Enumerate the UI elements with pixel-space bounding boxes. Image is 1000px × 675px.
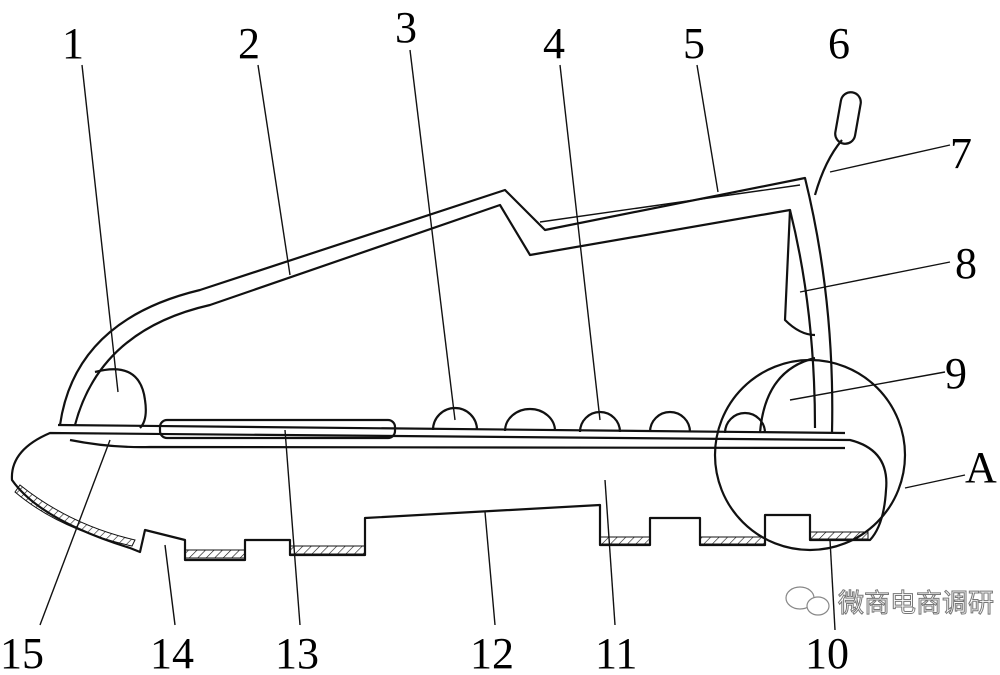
leader-lines (39, 49, 966, 631)
shoe-upper-inner (73, 203, 817, 429)
pad-13 (158, 418, 397, 440)
label-1: 1 (62, 19, 84, 68)
heel-pad-8 (783, 209, 816, 337)
label-14: 14 (150, 629, 194, 675)
watermark-text: 微商电商调研 (838, 589, 994, 619)
label-12: 12 (470, 629, 514, 675)
pull-tab-6 (834, 91, 862, 145)
label-10: 10 (805, 629, 849, 675)
label-5: 5 (683, 19, 705, 68)
label-11: 11 (595, 629, 637, 675)
label-A: A (965, 443, 997, 492)
tread-strips (14, 484, 869, 559)
insole (57, 423, 846, 450)
wechat-icon (785, 586, 830, 616)
label-8: 8 (955, 239, 977, 288)
tongue-5 (539, 184, 801, 223)
label-15: 15 (0, 629, 44, 675)
label-2: 2 (238, 19, 260, 68)
label-13: 13 (275, 629, 319, 675)
label-7: 7 (950, 129, 972, 178)
label-4: 4 (543, 19, 565, 68)
label-9: 9 (945, 349, 967, 398)
toe-cushion-1 (94, 368, 147, 429)
detail-circle-A (713, 358, 907, 552)
shoe-upper-outer (58, 176, 834, 434)
label-6: 6 (828, 19, 850, 68)
sole-outline (10, 431, 888, 562)
pull-strap-7 (813, 139, 843, 196)
label-3: 3 (395, 3, 417, 52)
massage-balls-3 (431, 406, 767, 434)
